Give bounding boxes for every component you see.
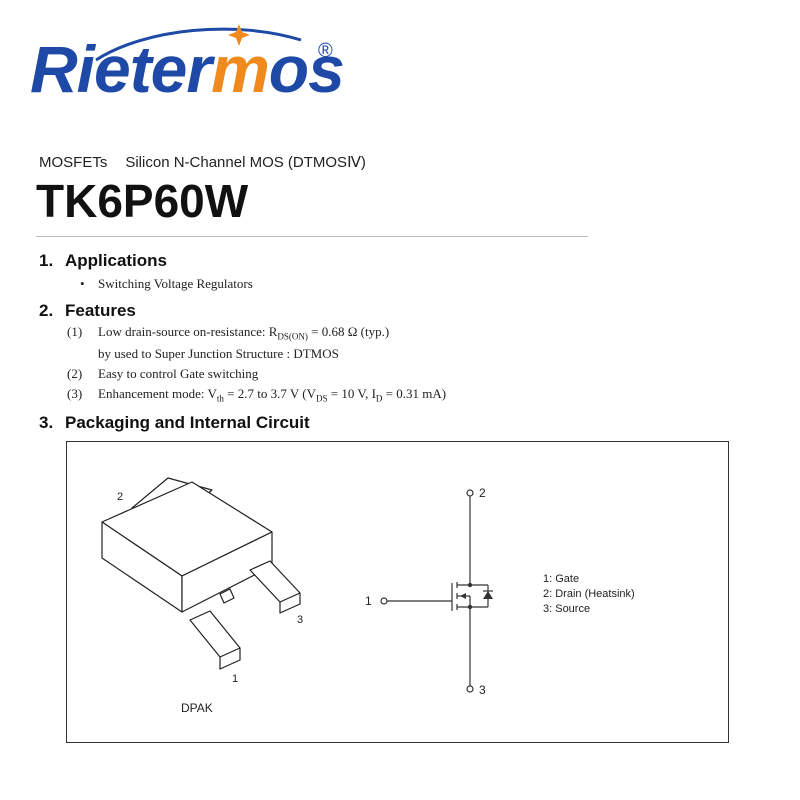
mosfet-circuit-symbol	[380, 489, 493, 693]
part-number-title: TK6P60W	[36, 175, 249, 227]
category-label: MOSFETs	[39, 154, 108, 171]
application-item: Switching Voltage Regulators	[98, 276, 253, 291]
section-features-heading: 2. Features	[39, 301, 136, 321]
source-pin-label: 3	[479, 683, 486, 697]
drain-pin-label: 2	[479, 486, 486, 500]
feature-item-continued: by used to Super Junction Structure : DT…	[98, 346, 339, 361]
logo-m: m	[211, 32, 270, 106]
brand-logo: Rietermos ®	[26, 18, 356, 128]
package-pin-label: 3	[297, 614, 304, 626]
logo-rieter: Rieter	[30, 32, 212, 106]
feature-item: Low drain-source on-resistance: RDS(ON) …	[98, 324, 390, 342]
package-name-label: DPAK	[181, 701, 213, 715]
feature-number: (3)	[67, 386, 83, 401]
logo-swoosh-icon	[95, 24, 302, 62]
section-applications-heading: 1. Applications	[39, 251, 167, 271]
feature-item: Easy to control Gate switching	[98, 366, 259, 381]
packaging-diagram-box	[66, 441, 729, 743]
legend-item-drain: 2: Drain (Heatsink)	[543, 588, 635, 600]
legend-item-source: 3: Source	[543, 603, 591, 615]
package-pin-label: 1	[232, 673, 239, 685]
section-number: 3.	[39, 413, 54, 432]
section-packaging-heading: 3. Packaging and Internal Circuit	[39, 413, 310, 433]
feature-number: (1)	[67, 324, 83, 339]
pin-legend: 1: Gate 2: Drain (Heatsink) 3: Source	[543, 572, 635, 617]
package-pin-label: 2	[117, 491, 124, 503]
section-title: Packaging and Internal Circuit	[65, 413, 310, 432]
bullet-marker: •	[80, 276, 85, 291]
section-title: Applications	[65, 251, 168, 270]
legend-item-gate: 1: Gate	[543, 573, 580, 585]
header-divider	[36, 236, 588, 237]
dpak-package-drawing	[101, 477, 301, 670]
section-title: Features	[65, 301, 136, 320]
subtitle-label: Silicon N-Channel MOS (DTMOSⅣ)	[125, 154, 366, 171]
feature-item: Enhancement mode: Vth = 2.7 to 3.7 V (VD…	[98, 386, 447, 404]
section-number: 2.	[39, 301, 54, 320]
logo-os: os	[268, 32, 345, 106]
gate-pin-label: 1	[365, 594, 372, 608]
product-subheader: MOSFETs Silicon N-Channel MOS (DTMOSⅣ)	[39, 153, 366, 171]
feature-number: (2)	[67, 366, 83, 381]
logo-wordmark: Rietermos	[30, 36, 345, 102]
registered-mark: ®	[318, 40, 333, 62]
section-number: 1.	[39, 251, 54, 270]
